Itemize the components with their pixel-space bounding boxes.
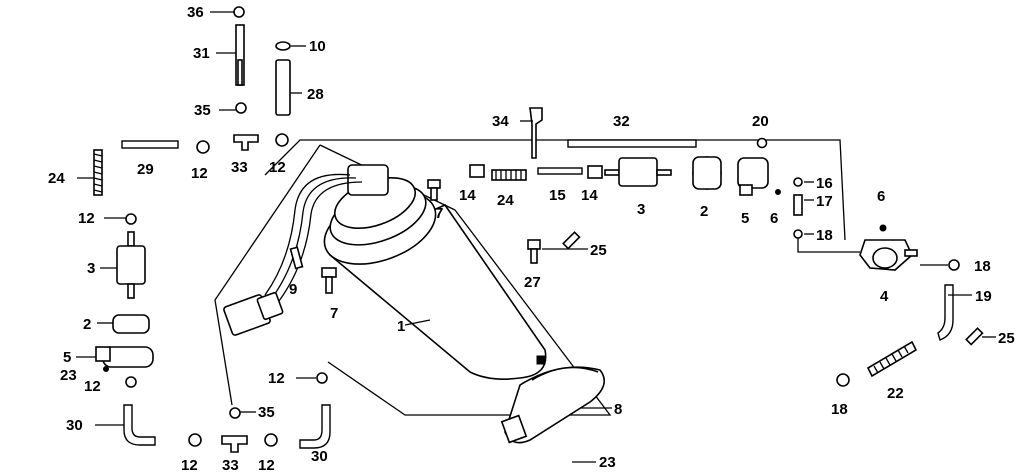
callout-32: 32 bbox=[613, 113, 630, 130]
callout-12: 12 bbox=[191, 165, 208, 182]
callout-25: 25 bbox=[998, 330, 1015, 347]
callout-18: 18 bbox=[974, 258, 991, 275]
callout-3: 3 bbox=[637, 201, 645, 218]
fuel-pump-body bbox=[323, 164, 547, 380]
callout-5: 5 bbox=[741, 210, 749, 227]
callout-23: 23 bbox=[60, 367, 77, 384]
callout-25: 25 bbox=[590, 242, 607, 259]
callout-2: 2 bbox=[83, 316, 91, 333]
right-parts bbox=[737, 137, 918, 271]
top-middle-parts bbox=[469, 107, 722, 190]
callout-27: 27 bbox=[524, 274, 541, 291]
bottom-row-parts bbox=[188, 372, 331, 453]
callout-12: 12 bbox=[78, 210, 95, 227]
callout-22: 22 bbox=[887, 385, 904, 402]
callout-12: 12 bbox=[181, 457, 198, 474]
callout-29: 29 bbox=[137, 161, 154, 178]
callout-12: 12 bbox=[84, 378, 101, 395]
callout-23: 23 bbox=[599, 454, 616, 471]
callout-35: 35 bbox=[194, 102, 211, 119]
callout-30: 30 bbox=[311, 448, 328, 465]
callout-5: 5 bbox=[63, 349, 71, 366]
callout-9: 9 bbox=[289, 281, 297, 298]
callout-7: 7 bbox=[330, 305, 338, 322]
pump-strap bbox=[500, 366, 606, 444]
callout-34: 34 bbox=[492, 113, 509, 130]
callout-31: 31 bbox=[193, 45, 210, 62]
top-left-parts bbox=[196, 6, 291, 154]
callout-18: 18 bbox=[816, 227, 833, 244]
callout-7: 7 bbox=[435, 205, 443, 222]
callout-1: 1 bbox=[397, 318, 405, 335]
callout-36: 36 bbox=[187, 4, 204, 21]
callout-28: 28 bbox=[307, 86, 324, 103]
callout-24: 24 bbox=[497, 192, 514, 209]
callout-33: 33 bbox=[222, 457, 239, 474]
left-column-parts bbox=[95, 213, 156, 446]
callout-33: 33 bbox=[231, 159, 248, 176]
callout-16: 16 bbox=[816, 175, 833, 192]
callout-24: 24 bbox=[48, 170, 65, 187]
callout-3: 3 bbox=[87, 260, 95, 277]
right-lower-parts bbox=[836, 259, 960, 387]
callout-14: 14 bbox=[581, 187, 598, 204]
callout-18: 18 bbox=[831, 401, 848, 418]
callout-labels: 36 31 35 10 28 29 12 33 12 24 12 3 2 5 2… bbox=[48, 4, 1015, 474]
callout-12: 12 bbox=[269, 159, 286, 176]
callout-30: 30 bbox=[66, 417, 83, 434]
small-hardware bbox=[289, 179, 984, 346]
hose-29 bbox=[121, 140, 179, 149]
wiring-harness bbox=[223, 173, 363, 336]
spring-24-left bbox=[93, 149, 103, 196]
leader-lines bbox=[76, 11, 996, 463]
callout-10: 10 bbox=[309, 38, 326, 55]
callout-17: 17 bbox=[816, 193, 833, 210]
callout-6: 6 bbox=[877, 188, 885, 205]
callout-12: 12 bbox=[268, 370, 285, 387]
callout-35: 35 bbox=[258, 404, 275, 421]
callout-14: 14 bbox=[459, 187, 476, 204]
callout-19: 19 bbox=[975, 288, 992, 305]
callout-6: 6 bbox=[770, 210, 778, 227]
callout-2: 2 bbox=[700, 203, 708, 220]
callout-20: 20 bbox=[752, 113, 769, 130]
callout-12: 12 bbox=[258, 457, 275, 474]
callout-15: 15 bbox=[549, 187, 566, 204]
callout-4: 4 bbox=[880, 288, 889, 305]
callout-8: 8 bbox=[614, 401, 622, 418]
